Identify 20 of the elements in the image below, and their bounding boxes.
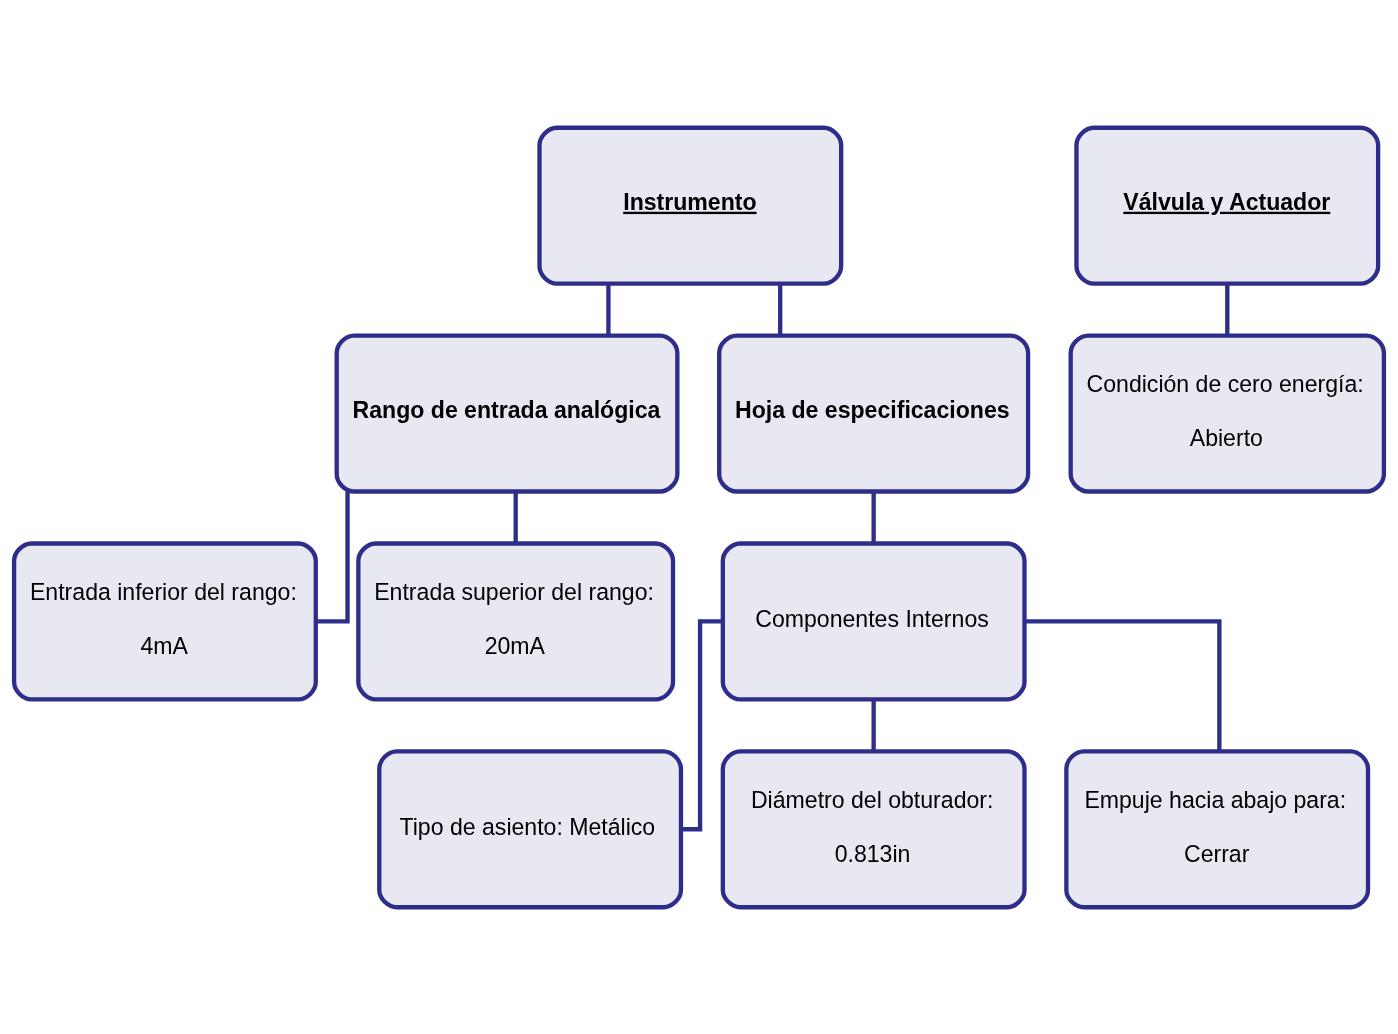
node-box: Condición de cero energía: Abierto [1068, 332, 1387, 494]
connector [316, 491, 350, 624]
node-box: Rango de entrada analógica [334, 332, 680, 494]
node-box: Entrada inferior del rango: 4mA [11, 540, 318, 702]
node-box: Tipo de asiento: Metálico [377, 748, 684, 909]
connector [871, 491, 876, 543]
connector [1225, 283, 1230, 335]
node-box: Diámetro del obturador: 0.813in [720, 748, 1027, 909]
connector [681, 618, 723, 831]
connector [1024, 618, 1222, 751]
node-box: Entrada superior del rango: 20mA [356, 540, 676, 702]
node-box: Instrumento [537, 125, 844, 286]
connector [871, 698, 876, 751]
connector [778, 283, 783, 335]
node-box: Empuje hacia abajo para: Cerrar [1064, 748, 1371, 909]
connector [606, 283, 611, 335]
node-box: Válvula y Actuador [1074, 125, 1381, 286]
node-box: Hoja de especificaciones [717, 332, 1031, 494]
node-box: Componentes Internos [720, 540, 1027, 702]
connector [513, 491, 518, 543]
